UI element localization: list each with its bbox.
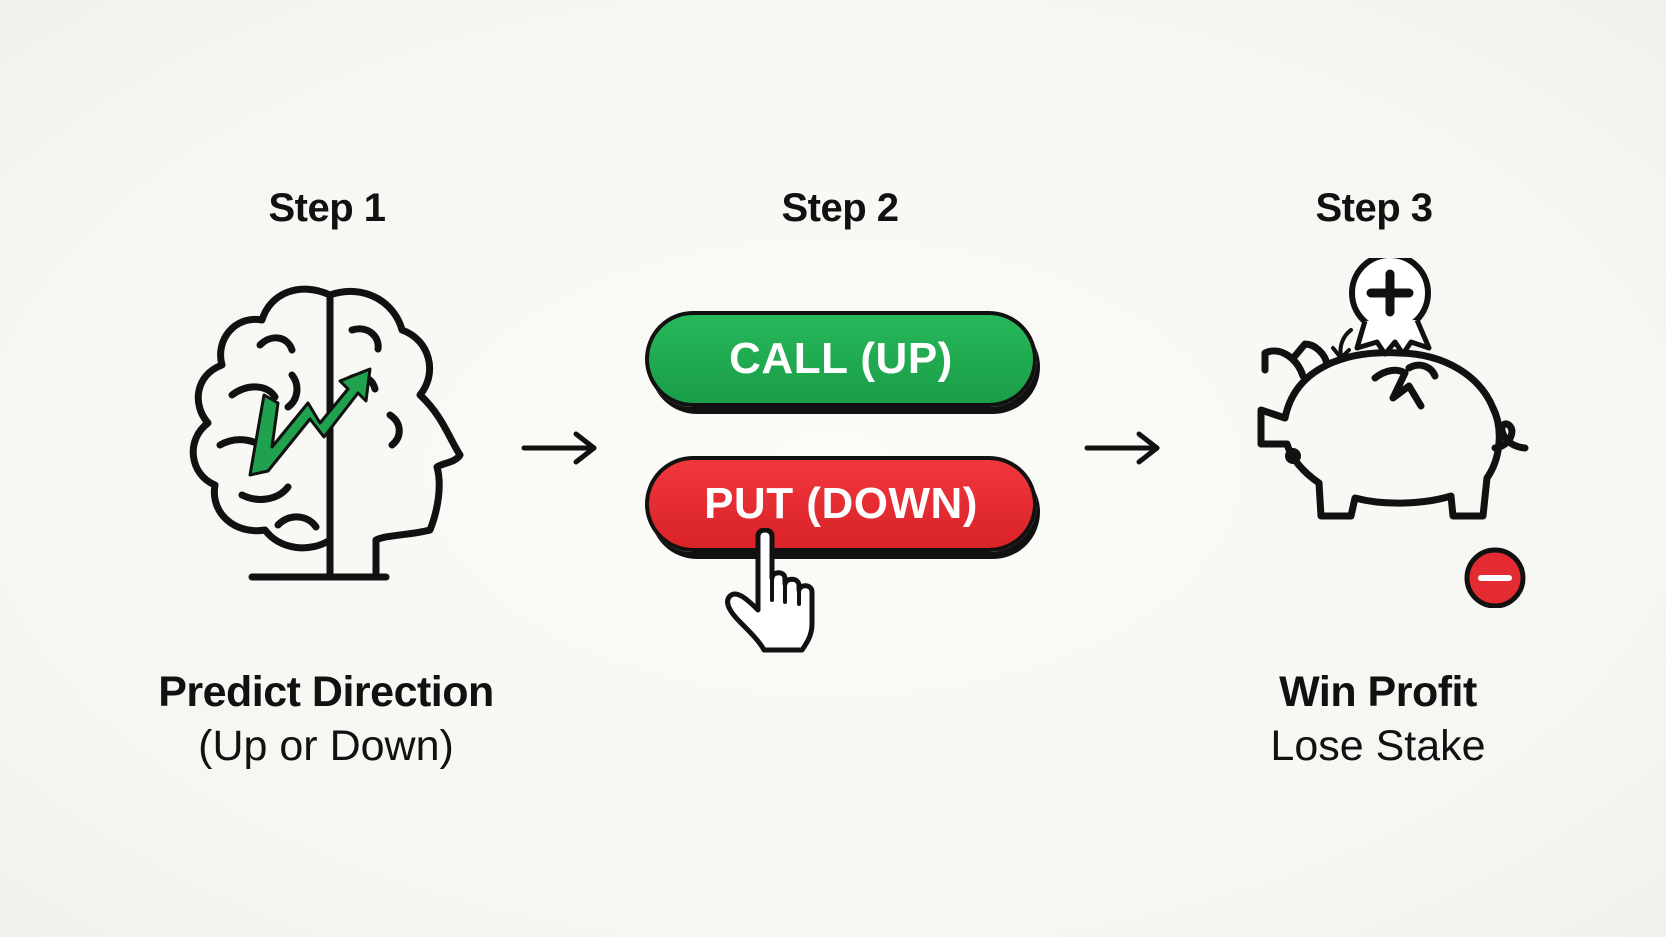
flow-arrow-1 xyxy=(521,431,597,465)
minus-icon xyxy=(1464,547,1526,608)
brain-head-icon xyxy=(189,285,464,581)
call-up-button[interactable]: CALL (UP) xyxy=(645,311,1037,407)
put-down-button[interactable]: PUT (DOWN) xyxy=(645,456,1037,552)
flow-arrow-2 xyxy=(1084,431,1160,465)
piggy-bank-icon xyxy=(1257,258,1529,608)
step-1-label-strong: Predict Direction xyxy=(158,668,494,716)
pointing-hand-icon xyxy=(725,528,815,653)
step-3-label-light: Lose Stake xyxy=(1270,722,1486,770)
step-2-title: Step 2 xyxy=(781,186,899,230)
step-1-title: Step 1 xyxy=(268,186,386,230)
step-1-label-light: (Up or Down) xyxy=(198,722,454,770)
put-down-label: PUT (DOWN) xyxy=(704,479,978,528)
step-3-label-strong: Win Profit xyxy=(1279,668,1477,716)
plus-icon xyxy=(1349,258,1432,357)
call-up-label: CALL (UP) xyxy=(729,334,953,383)
step-3-title: Step 3 xyxy=(1315,186,1433,230)
